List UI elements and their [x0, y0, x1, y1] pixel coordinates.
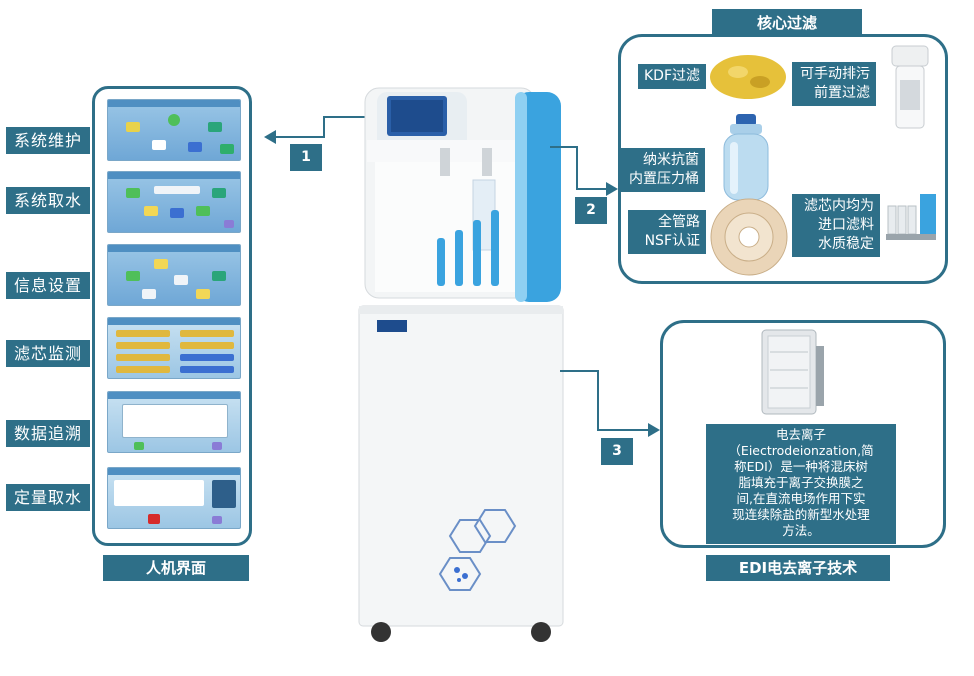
tag-kdf: KDF过滤: [638, 64, 706, 89]
tag-nano-line1: 纳米抗菌: [643, 152, 699, 168]
callout-badge-2: 2: [575, 197, 607, 224]
water-purifier-machine: [358, 87, 564, 642]
tag-full-pipe-line2: NSF认证: [644, 233, 700, 249]
edi-desc-line1: 电去离子: [775, 427, 826, 442]
edi-section-title: EDI电去离子技术: [706, 555, 890, 581]
filter-set-image: [886, 194, 936, 240]
edi-desc-line6: 现连续除盐的新型水处理: [732, 507, 870, 522]
tag-manual-drain-line2: 前置过滤: [814, 85, 870, 101]
tag-imported-line3: 水质稳定: [818, 236, 874, 252]
screen-data: [107, 391, 241, 453]
tag-manual-drain-line1: 可手动排污: [800, 66, 870, 82]
arrow-left-icon: [264, 130, 276, 144]
edi-desc-line4: 脂填充于离子交换膜之: [738, 475, 864, 490]
menu-system-maintenance[interactable]: 系统维护: [6, 127, 90, 154]
edi-desc-line5: 间,在直流电场作用下实: [736, 491, 866, 506]
callout-2-line-h: [550, 146, 576, 148]
tag-nano-line2: 内置压力桶: [629, 171, 699, 187]
tag-full-pipe-line1: 全管路: [658, 214, 700, 230]
edi-module-image: [761, 329, 824, 415]
prefilter-cartridge-image: [891, 45, 929, 129]
edi-description: 电去离子 （Eiectrodeionzation,简 称EDI）是一种将混床树 …: [706, 424, 896, 544]
callout-3-line-h2: [597, 429, 649, 431]
arrow-right-icon: [648, 423, 660, 437]
tag-nano: 纳米抗菌 内置压力桶: [621, 148, 705, 192]
tag-manual-drain: 可手动排污 前置过滤: [792, 62, 876, 106]
pressure-tank-image: [723, 114, 769, 201]
screen-quantitative: [107, 467, 241, 529]
callout-1-line-h: [272, 136, 324, 138]
tag-imported-line2: 进口滤料: [818, 217, 874, 233]
tubing-spool-image: [710, 198, 788, 276]
menu-system-water[interactable]: 系统取水: [6, 187, 90, 214]
callout-2-line-h2: [576, 188, 608, 190]
menu-quantitative-water[interactable]: 定量取水: [6, 484, 90, 511]
edi-title-prefix: EDI: [738, 559, 768, 577]
hmi-section-title: 人机界面: [103, 555, 249, 581]
screen-maintenance: [107, 99, 241, 161]
kdf-granules-image: [710, 55, 786, 99]
menu-data-trace[interactable]: 数据追溯: [6, 420, 90, 447]
edi-desc-line2: （Eiectrodeionzation,简: [728, 443, 874, 458]
core-filter-title: 核心过滤: [712, 9, 862, 37]
callout-badge-3: 3: [601, 438, 633, 465]
menu-filter-monitor[interactable]: 滤芯监测: [6, 340, 90, 367]
callout-3-line-v: [597, 370, 599, 430]
callout-3-line-h: [560, 370, 598, 372]
tag-imported-line1: 滤芯内均为: [804, 198, 874, 214]
edi-desc-line7: 方法。: [782, 523, 820, 538]
screen-info: [107, 244, 241, 306]
menu-info-settings[interactable]: 信息设置: [6, 272, 90, 299]
callout-badge-1: 1: [290, 144, 322, 171]
screen-filter: [107, 317, 241, 379]
tag-full-pipe: 全管路 NSF认证: [628, 210, 706, 254]
callout-1-line-v: [323, 116, 325, 138]
callout-2-line-v: [576, 146, 578, 190]
edi-title-rest: 电去离子技术: [767, 559, 858, 577]
screen-water: [107, 171, 241, 233]
edi-desc-line3: 称EDI）是一种将混床树: [734, 459, 868, 474]
hmi-screens-frame: [92, 86, 252, 546]
tag-imported: 滤芯内均为 进口滤料 水质稳定: [792, 194, 880, 257]
arrow-right-icon: [606, 182, 618, 196]
callout-1-line-top: [323, 116, 385, 118]
